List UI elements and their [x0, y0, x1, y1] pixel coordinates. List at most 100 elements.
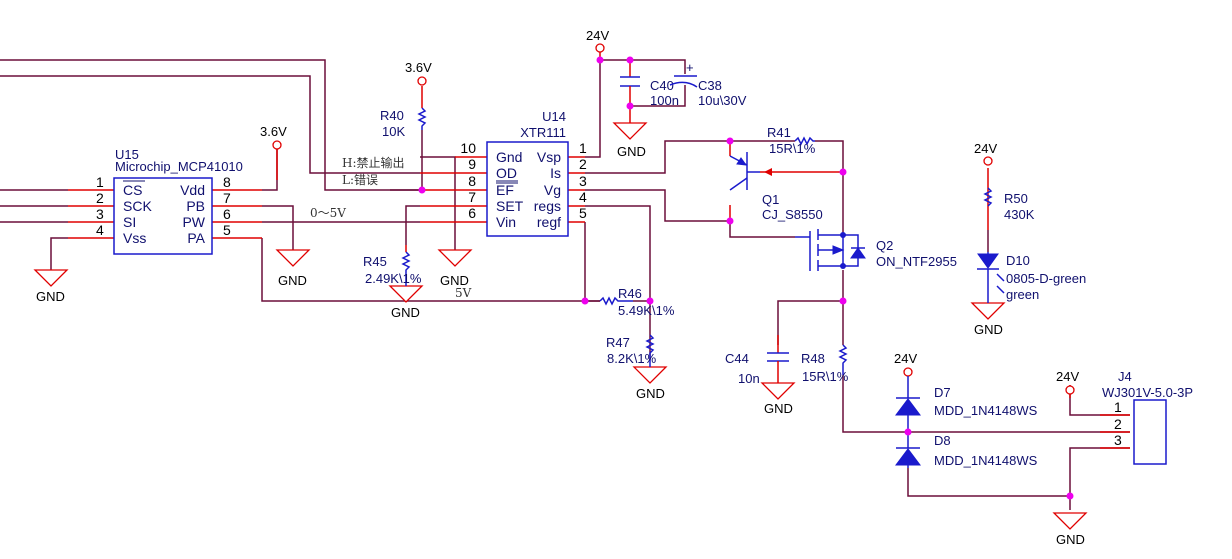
wire-od-net	[0, 75, 420, 174]
wire-gnd-return	[907, 468, 1071, 510]
svg-text:6: 6	[468, 205, 476, 221]
gnd-j4: GND	[1052, 512, 1088, 547]
capacitor-c38[interactable]: + C38 10u\30V	[669, 60, 747, 108]
svg-text:R46: R46	[618, 286, 642, 301]
svg-text:R47: R47	[606, 335, 630, 350]
power-24v-d10	[983, 156, 993, 166]
svg-text:CJ_S8550: CJ_S8550	[762, 207, 823, 222]
svg-text:Gnd: Gnd	[496, 149, 522, 165]
wire-24v-bus	[600, 59, 686, 74]
ic-u14[interactable]: U14 XTR111 Gnd OD EF SET Vin Vsp Is Vg r…	[460, 109, 587, 237]
power-24v-u14	[595, 43, 605, 53]
capacitor-c40[interactable]: C40 100n	[620, 60, 679, 123]
connector-j4[interactable]: J4 WJ301V-5.0-3P 1 2 3	[1102, 369, 1193, 465]
net-label-ef: L:错误	[342, 173, 378, 187]
svg-text:J4: J4	[1118, 369, 1132, 384]
wire-r41-r	[815, 140, 844, 172]
u15-value: Microchip_MCP41010	[115, 159, 243, 174]
svg-text:1: 1	[96, 174, 104, 190]
power-label-3v6-r40: 3.6V	[405, 60, 432, 75]
transistor-q2[interactable]: Q2 ON_NTF2955	[795, 229, 957, 271]
junctions	[418, 56, 1074, 500]
led-d10[interactable]: D10 0805-D-green green	[977, 252, 1086, 303]
ic-u15[interactable]: U15 Microchip_MCP41010 CS SCK SI Vss Vdd…	[96, 147, 243, 255]
q1-collector	[729, 177, 748, 191]
svg-text:D8: D8	[934, 433, 951, 448]
resistor-r41[interactable]: R41 15R\1%	[767, 125, 816, 156]
power-symbols: 3.6V 3.6V 24V 24V 24V 24V GND GND GND GN…	[33, 28, 1088, 547]
svg-text:2.49K\1%: 2.49K\1%	[365, 271, 422, 286]
svg-text:GND: GND	[391, 305, 420, 320]
diode-d8[interactable]: D8 MDD_1N4148WS	[895, 432, 1038, 468]
resistor-r48[interactable]: R48 15R\1%	[801, 344, 849, 384]
resistor-r46[interactable]: R46 5.49K\1%	[599, 286, 675, 318]
svg-text:10n: 10n	[738, 371, 760, 386]
svg-text:Vg: Vg	[544, 182, 561, 198]
resistor-r47[interactable]: R47 8.2K\1%	[606, 334, 657, 367]
power-3v6-r40	[417, 76, 427, 86]
j4-body[interactable]	[1133, 399, 1167, 465]
resistor-r45[interactable]: R45 2.49K\1%	[363, 251, 422, 286]
svg-text:R48: R48	[801, 351, 825, 366]
svg-text:GND: GND	[974, 322, 1003, 337]
svg-text:2: 2	[1114, 416, 1122, 432]
svg-text:Vss: Vss	[123, 230, 146, 246]
power-24v-j4	[1065, 385, 1075, 395]
svg-text:3: 3	[96, 206, 104, 222]
power-label-3v6-u15: 3.6V	[260, 124, 287, 139]
q2-body-diode	[850, 247, 866, 259]
svg-text:GND: GND	[278, 273, 307, 288]
wire-vsp	[585, 60, 601, 158]
svg-text:Vsp: Vsp	[537, 149, 561, 165]
svg-text:8.2K\1%: 8.2K\1%	[607, 351, 657, 366]
svg-text:R40: R40	[380, 108, 404, 123]
svg-text:430K: 430K	[1004, 207, 1035, 222]
svg-text:R45: R45	[363, 254, 387, 269]
d10-light-arrow-2	[996, 285, 1005, 294]
svg-text:GND: GND	[764, 401, 793, 416]
svg-text:15R\1%: 15R\1%	[769, 141, 816, 156]
transistor-q1[interactable]: Q1 CJ_S8550	[729, 152, 823, 222]
u15-ref: U15	[115, 147, 139, 162]
diode-d7[interactable]: D7 MDD_1N4148WS	[895, 376, 1038, 432]
gnd-u14: GND	[437, 249, 473, 288]
svg-text:7: 7	[223, 190, 231, 206]
wire-vdd	[262, 148, 278, 191]
gnd-c44: GND	[760, 382, 796, 416]
wire-regs	[585, 205, 651, 301]
gnd-caps: GND	[612, 122, 648, 159]
svg-text:regf: regf	[537, 214, 561, 230]
svg-text:PW: PW	[182, 214, 205, 230]
power-24v-d7	[903, 367, 913, 377]
gnd-u15-pb: GND	[275, 249, 311, 288]
resistor-r50[interactable]: R50 430K	[983, 187, 1035, 222]
gnd-r47: GND	[632, 366, 668, 401]
svg-text:R41: R41	[767, 125, 791, 140]
svg-text:100n: 100n	[650, 93, 679, 108]
resistor-r40[interactable]: R40 10K	[380, 107, 427, 139]
svg-text:2: 2	[96, 190, 104, 206]
svg-text:Q2: Q2	[876, 238, 893, 253]
u15-body[interactable]	[113, 177, 213, 255]
wire-ef-net	[0, 59, 420, 191]
svg-text:9: 9	[468, 156, 476, 172]
svg-text:PB: PB	[186, 198, 205, 214]
svg-text:D7: D7	[934, 385, 951, 400]
wire-j4-3	[1069, 447, 1130, 496]
svg-text:8: 8	[223, 174, 231, 190]
svg-text:ON_NTF2955: ON_NTF2955	[876, 254, 957, 269]
power-label-24v-d7: 24V	[894, 351, 917, 366]
svg-text:5: 5	[223, 222, 231, 238]
u14-body[interactable]	[486, 141, 569, 237]
svg-text:2: 2	[579, 156, 587, 172]
svg-text:MDD_1N4148WS: MDD_1N4148WS	[934, 453, 1038, 468]
svg-text:GND: GND	[617, 144, 646, 159]
wire-cap-gnd	[630, 85, 686, 107]
svg-text:EF: EF	[496, 182, 514, 198]
wire-is	[585, 140, 730, 174]
capacitor-c44[interactable]: C44 10n	[725, 335, 789, 386]
svg-text:OD: OD	[496, 165, 517, 181]
net-label-od: H:禁止输出	[342, 155, 405, 170]
svg-text:15R\1%: 15R\1%	[802, 369, 849, 384]
